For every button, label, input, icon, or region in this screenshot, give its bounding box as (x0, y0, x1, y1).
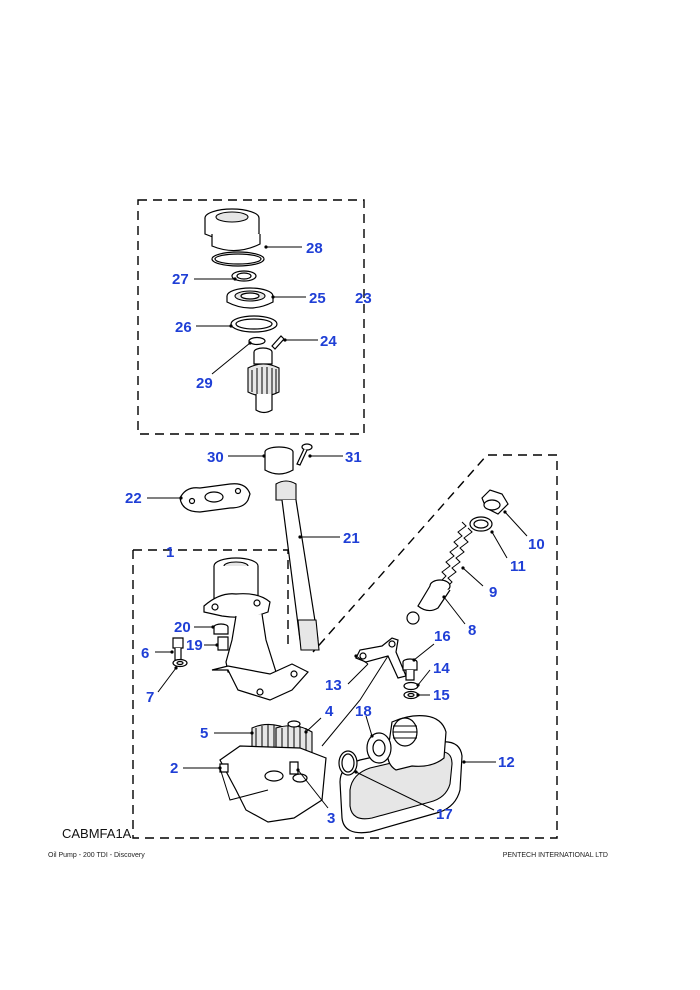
spring-9 (439, 521, 473, 589)
callout-12: 12 (498, 754, 515, 771)
callout-2: 2 (170, 760, 178, 777)
callout-5: 5 (200, 725, 208, 742)
strainer-12 (339, 715, 463, 834)
thrust-washer-26 (230, 315, 278, 333)
plug-10 (481, 489, 509, 515)
callout-13: 13 (325, 677, 342, 694)
group-box-23 (137, 199, 365, 435)
relief-bolt-20 (213, 623, 229, 635)
callout-8: 8 (468, 622, 476, 639)
screw-31 (296, 443, 313, 466)
callout-15: 15 (433, 687, 450, 704)
washer-11 (469, 516, 493, 532)
callout-6: 6 (141, 645, 149, 662)
plate-22 (179, 483, 251, 513)
callout-7: 7 (146, 689, 154, 706)
callout-22: 22 (125, 490, 142, 507)
washer-15 (403, 690, 419, 700)
callout-27: 27 (172, 271, 189, 288)
gasket-18 (366, 732, 392, 764)
bolt-16 (402, 658, 418, 681)
drive-housing-part (204, 208, 261, 252)
callout-3: 3 (327, 810, 335, 827)
circlip-27 (231, 270, 257, 282)
bracket-13 (355, 637, 407, 679)
callout-17: 17 (436, 806, 453, 823)
callout-1: 1 (166, 544, 174, 561)
callout-24: 24 (320, 333, 337, 350)
stud-19 (217, 636, 229, 651)
washer-14 (403, 681, 419, 691)
callout-20: 20 (174, 619, 191, 636)
callout-16: 16 (434, 628, 451, 645)
pin-3 (289, 761, 299, 775)
pin-24 (271, 335, 285, 350)
bearing-25 (226, 287, 274, 309)
o-ring-28 (211, 251, 265, 267)
callout-9: 9 (489, 584, 497, 601)
callouts: 1 2 3 4 5 6 7 8 9 10 11 12 13 14 15 16 1… (125, 240, 545, 827)
o-ring-17 (338, 750, 358, 776)
callout-14: 14 (433, 660, 450, 677)
callout-31: 31 (345, 449, 362, 466)
callout-29: 29 (196, 375, 213, 392)
callout-21: 21 (343, 530, 360, 547)
bush-30 (264, 446, 294, 475)
washer-7 (172, 658, 188, 668)
pump-body-1 (203, 557, 309, 701)
drive-shaft-21 (275, 480, 320, 651)
drive-gear-shaft (247, 347, 280, 414)
callout-25: 25 (309, 290, 326, 307)
footer-publisher: PENTECH INTERNATIONAL LTD (502, 852, 608, 859)
reference-code: CABMFA1A (62, 826, 132, 841)
callout-30: 30 (207, 449, 224, 466)
ball (406, 611, 420, 625)
o-ring-29 (248, 336, 266, 346)
callout-10: 10 (528, 536, 545, 553)
callout-11: 11 (510, 558, 526, 575)
leader-lines (147, 245, 528, 811)
callout-26: 26 (175, 319, 192, 336)
callout-4: 4 (325, 703, 334, 720)
callout-18: 18 (355, 703, 372, 720)
bolt-6 (172, 637, 184, 661)
footer-title: Oil Pump - 200 TDI - Discovery (48, 852, 145, 859)
plunger-8 (417, 579, 451, 612)
pump-base (219, 745, 327, 823)
callout-23: 23 (355, 290, 372, 307)
callout-28: 28 (306, 240, 323, 257)
callout-19: 19 (186, 637, 203, 654)
